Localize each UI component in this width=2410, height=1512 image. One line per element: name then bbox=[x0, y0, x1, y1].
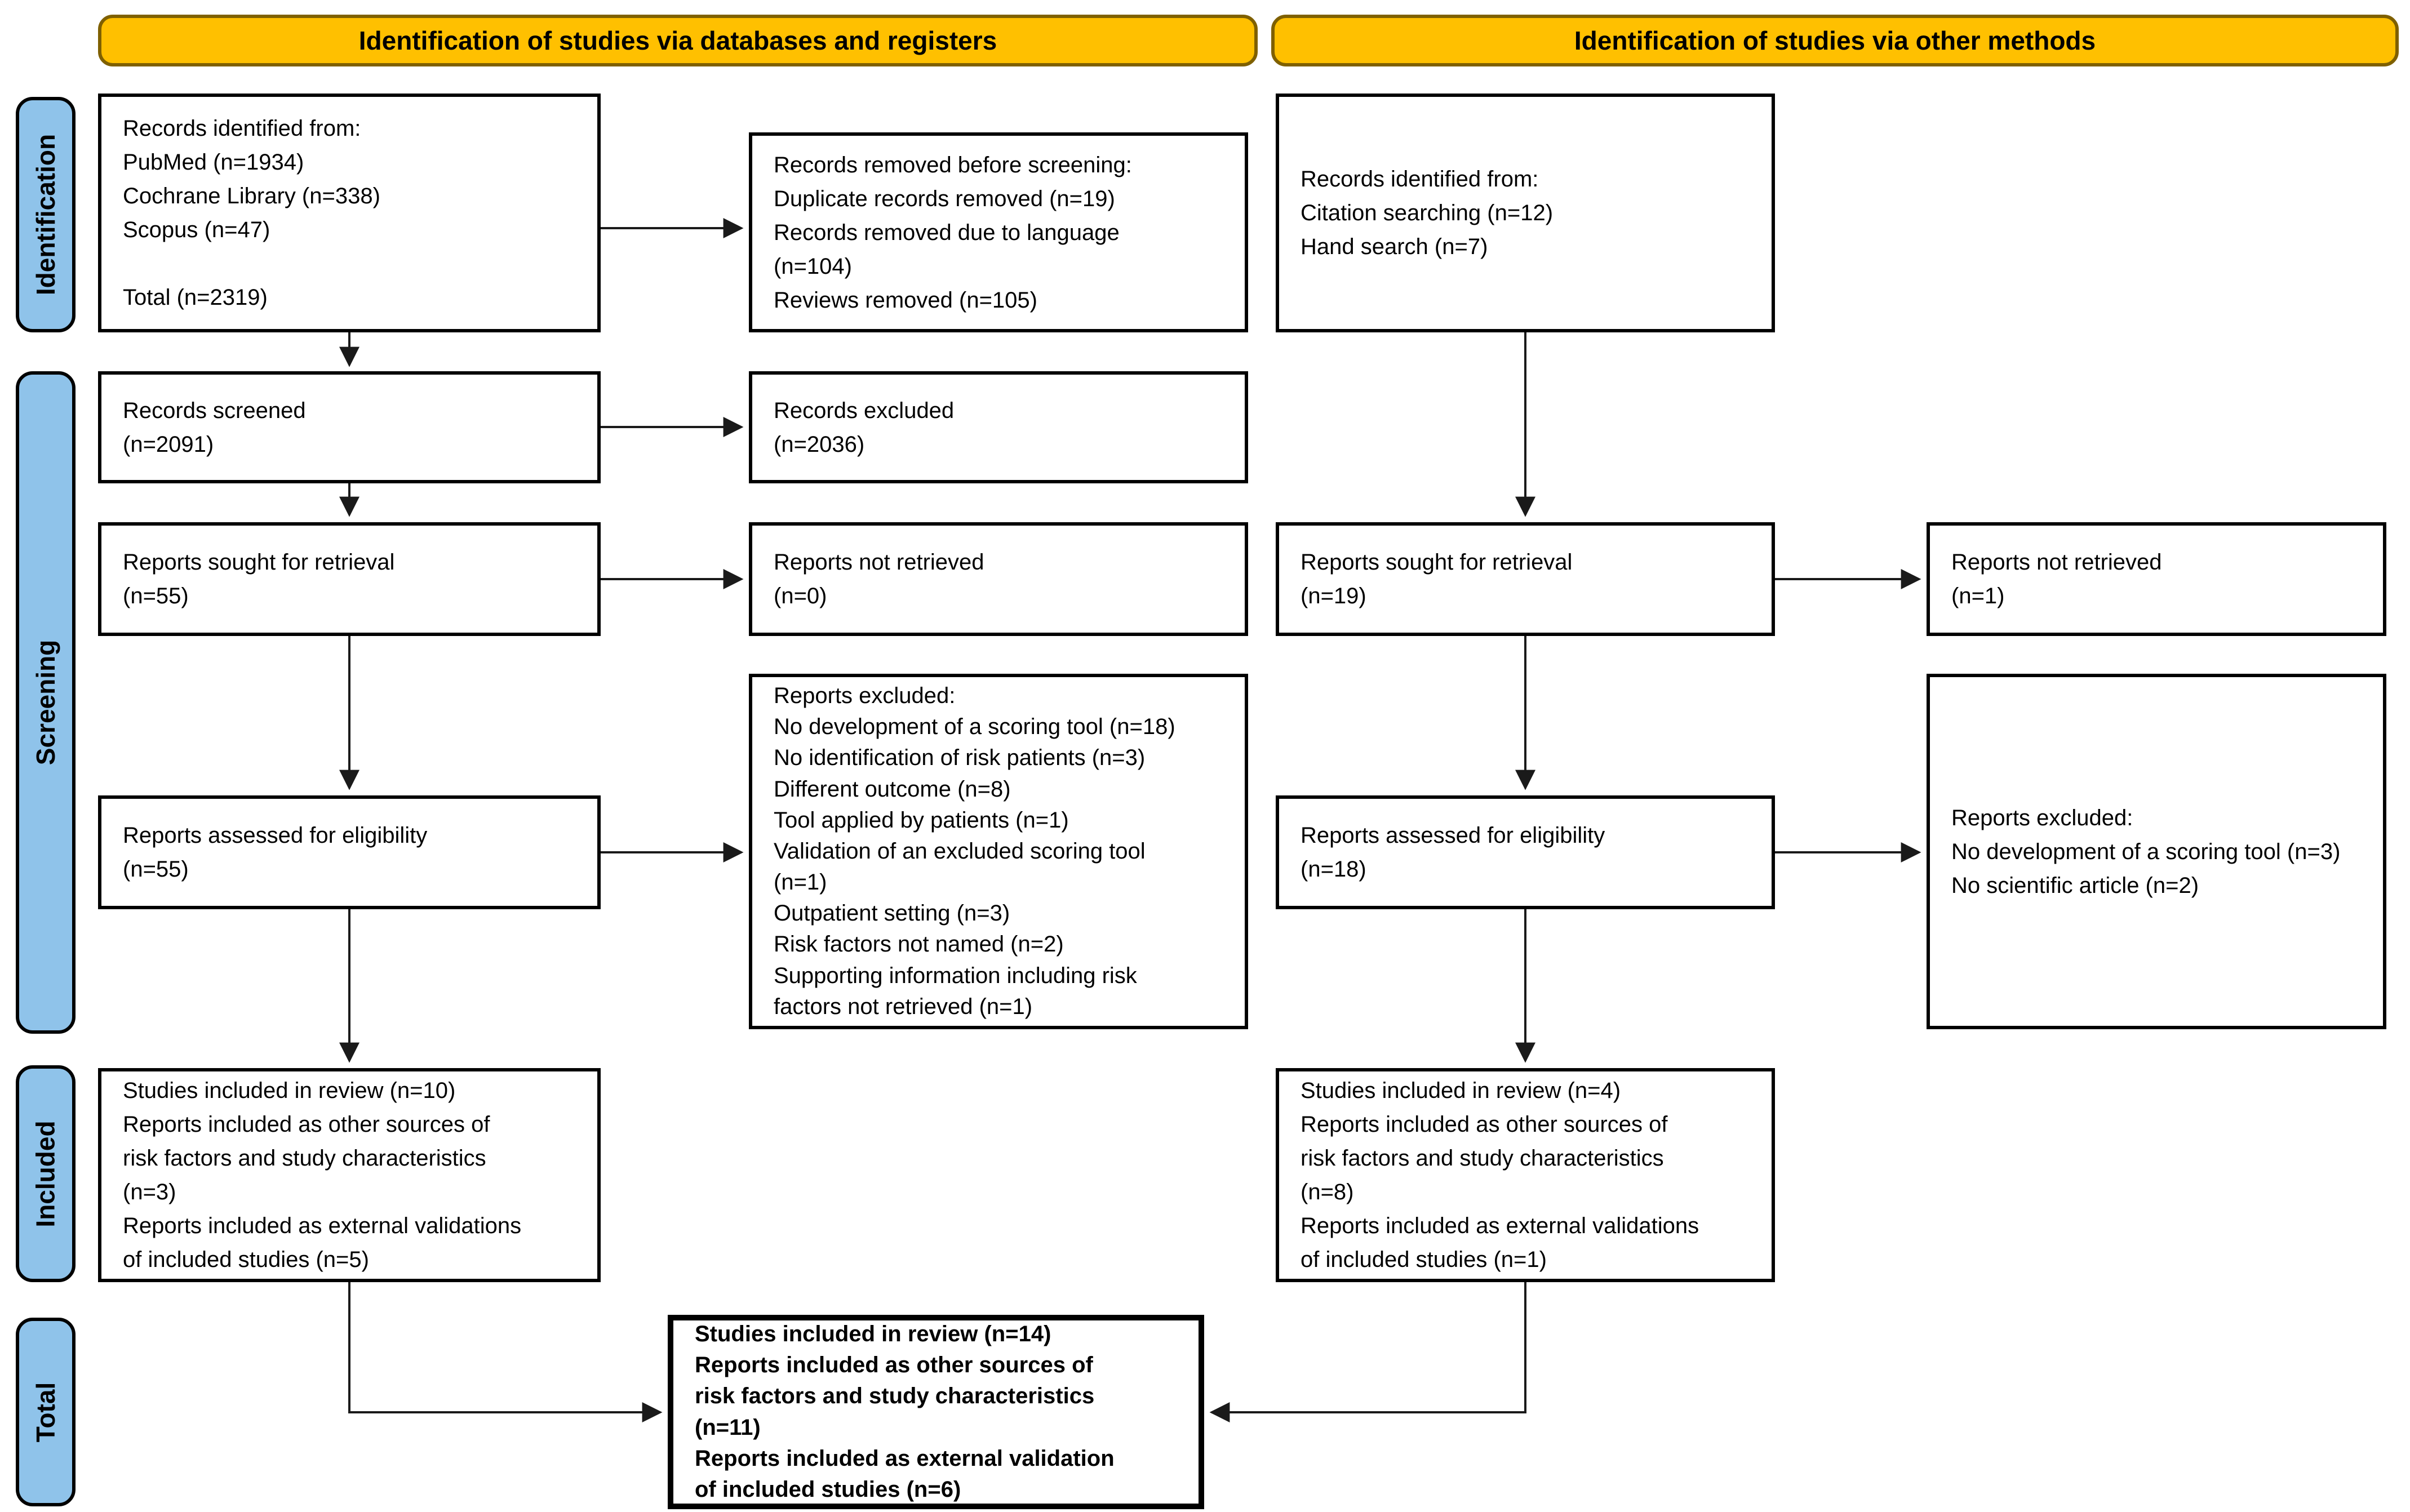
box-records-screened: Records screened (n=2091) bbox=[98, 371, 601, 483]
box-reports-sought-other: Reports sought for retrieval (n=19) bbox=[1276, 522, 1775, 636]
phase-total: Total bbox=[16, 1318, 76, 1506]
box-reports-assessed-other-text: Reports assessed for eligibility (n=18) bbox=[1301, 823, 1605, 882]
box-records-identified-other: Records identified from: Citation search… bbox=[1276, 94, 1775, 332]
arrow-included-db-to-total bbox=[348, 1282, 663, 1422]
box-studies-included-other: Studies included in review (n=4) Reports… bbox=[1276, 1068, 1775, 1282]
box-reports-sought-other-text: Reports sought for retrieval (n=19) bbox=[1301, 550, 1573, 608]
box-studies-included-other-text: Studies included in review (n=4) Reports… bbox=[1301, 1078, 1699, 1272]
box-reports-not-retrieved-other-text: Reports not retrieved (n=1) bbox=[1951, 550, 2162, 608]
box-records-screened-text: Records screened (n=2091) bbox=[123, 398, 306, 457]
box-total-included-text: Studies included in review (n=14) Report… bbox=[695, 1321, 1115, 1502]
box-reports-not-retrieved-other: Reports not retrieved (n=1) bbox=[1927, 522, 2386, 636]
banner-databases-registers: Identification of studies via databases … bbox=[98, 15, 1258, 66]
phase-identification: Identification bbox=[16, 97, 76, 332]
box-reports-sought-databases: Reports sought for retrieval (n=55) bbox=[98, 522, 601, 636]
box-total-included: Studies included in review (n=14) Report… bbox=[668, 1315, 1204, 1509]
box-reports-assessed-databases-text: Reports assessed for eligibility (n=55) bbox=[123, 823, 428, 882]
box-reports-excluded-databases: Reports excluded: No development of a sc… bbox=[749, 674, 1248, 1029]
banner-databases-label: Identification of studies via databases … bbox=[358, 26, 997, 55]
box-reports-excluded-other: Reports excluded: No development of a sc… bbox=[1927, 674, 2386, 1029]
box-records-removed-before-screening: Records removed before screening: Duplic… bbox=[749, 132, 1248, 332]
arrow-included-other-to-total bbox=[1209, 1282, 1526, 1422]
box-reports-assessed-other: Reports assessed for eligibility (n=18) bbox=[1276, 795, 1775, 909]
box-studies-included-databases-text: Studies included in review (n=10) Report… bbox=[123, 1078, 522, 1272]
banner-other-label: Identification of studies via other meth… bbox=[1574, 26, 2096, 55]
box-records-identified-other-text: Records identified from: Citation search… bbox=[1301, 167, 1554, 259]
phase-screening: Screening bbox=[16, 371, 76, 1034]
box-reports-assessed-databases: Reports assessed for eligibility (n=55) bbox=[98, 795, 601, 909]
box-records-identified-databases-text: Records identified from: PubMed (n=1934)… bbox=[123, 116, 380, 310]
phase-included: Included bbox=[16, 1065, 76, 1282]
box-records-excluded-text: Records excluded (n=2036) bbox=[774, 398, 955, 457]
box-reports-sought-databases-text: Reports sought for retrieval (n=55) bbox=[123, 550, 395, 608]
box-studies-included-databases: Studies included in review (n=10) Report… bbox=[98, 1068, 601, 1282]
box-records-excluded: Records excluded (n=2036) bbox=[749, 371, 1248, 483]
box-reports-not-retrieved-databases: Reports not retrieved (n=0) bbox=[749, 522, 1248, 636]
box-reports-excluded-databases-text: Reports excluded: No development of a sc… bbox=[774, 683, 1175, 1019]
box-records-identified-databases: Records identified from: PubMed (n=1934)… bbox=[98, 94, 601, 332]
box-records-removed-before-screening-text: Records removed before screening: Duplic… bbox=[774, 152, 1132, 313]
box-reports-excluded-other-text: Reports excluded: No development of a sc… bbox=[1951, 805, 2341, 898]
banner-other-methods: Identification of studies via other meth… bbox=[1271, 15, 2399, 66]
box-reports-not-retrieved-databases-text: Reports not retrieved (n=0) bbox=[774, 550, 984, 608]
